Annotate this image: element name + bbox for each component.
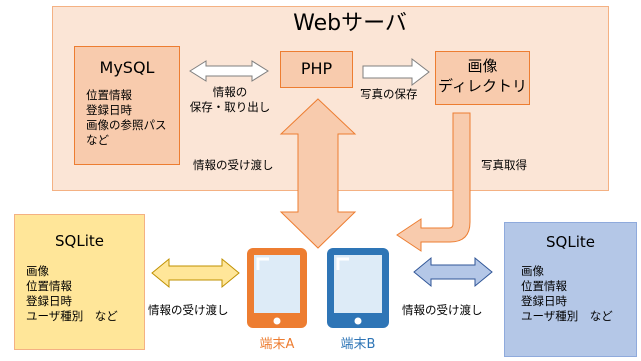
image-directory-line: 画像 [467, 57, 498, 75]
device-a-tablet [247, 248, 307, 328]
mysql-field: など [86, 133, 109, 147]
device-b-label: 端末B [340, 337, 376, 352]
photo-fetch-arrow [396, 112, 471, 252]
mysql-field: 登録日時 [86, 103, 132, 117]
server-device-double-arrow [279, 98, 357, 249]
mysql-php-arrow-label-line: 情報の [212, 85, 248, 99]
left-exchange-label: 情報の受け渡し [148, 303, 229, 317]
left-sqlite-field: 画像 [26, 264, 49, 278]
photo-fetch-label: 写真取得 [481, 158, 527, 172]
right-sqlite-field: 画像 [521, 264, 544, 278]
right-sqlite-field: 位置情報 [521, 279, 567, 293]
php-title: PHP [300, 59, 333, 78]
left-sqlite-field: 登録日時 [26, 294, 72, 308]
image-directory-label: 画像 ディレクトリ [435, 56, 530, 96]
php-box [280, 51, 353, 88]
image-directory-line: ディレクトリ [438, 77, 527, 95]
mysql-field: 位置情報 [86, 88, 132, 102]
left-exchange-double-arrow [151, 257, 240, 289]
mysql-php-arrow-label-line: 保存・取り出し [189, 100, 271, 114]
right-sqlite-field: ユーザ種別 など [521, 309, 613, 323]
right-sqlite-fields: 画像 位置情報 登録日時 ユーザ種別 など [521, 264, 613, 324]
right-exchange-double-arrow [413, 256, 493, 288]
left-sqlite-field: ユーザ種別 など [26, 309, 118, 323]
mysql-title: MySQL [99, 58, 155, 77]
mysql-php-arrow-label: 情報の 保存・取り出し [180, 85, 280, 115]
left-sqlite-field: 位置情報 [26, 279, 72, 293]
web-server-title: Webサーバ [293, 11, 407, 36]
image-directory-box [435, 51, 530, 105]
php-to-image-arrow [362, 57, 430, 87]
server-exchange-label: 情報の受け渡し [193, 158, 274, 172]
mysql-fields: 位置情報 登録日時 画像の参照パス など [86, 88, 167, 148]
right-sqlite-field: 登録日時 [521, 294, 567, 308]
device-b-tablet [327, 248, 389, 328]
right-sqlite-title: SQLite [546, 233, 595, 251]
mysql-box [74, 46, 180, 165]
device-a-label: 端末A [259, 337, 295, 352]
php-image-arrow-label: 写真の保存 [360, 87, 418, 101]
mysql-field: 画像の参照パス [86, 118, 167, 132]
left-sqlite-fields: 画像 位置情報 登録日時 ユーザ種別 など [26, 264, 118, 324]
left-sqlite-box [14, 214, 145, 350]
left-sqlite-title: SQLite [55, 232, 104, 250]
right-exchange-label: 情報の受け渡し [402, 303, 483, 317]
mysql-php-double-arrow [189, 60, 269, 82]
right-sqlite-box [504, 222, 637, 357]
